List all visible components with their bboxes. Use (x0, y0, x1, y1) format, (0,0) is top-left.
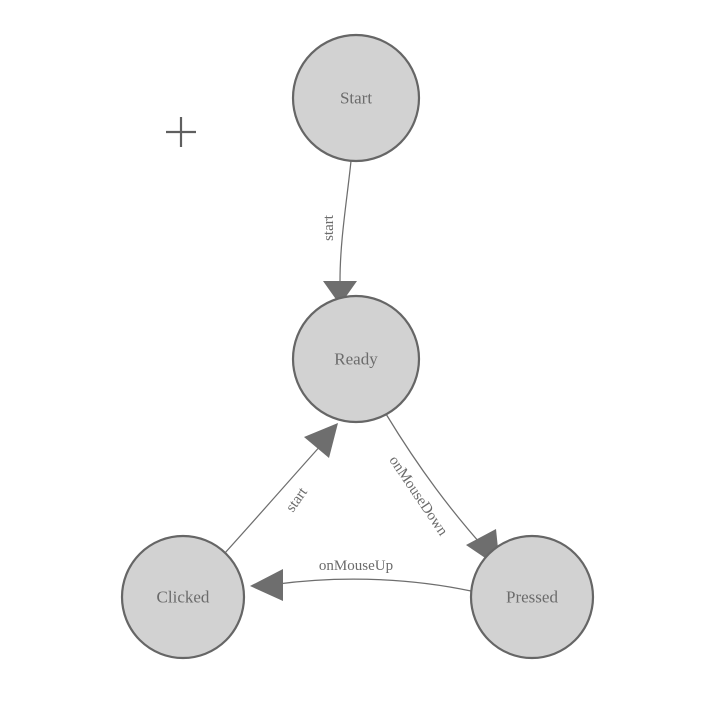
edge-line (339, 160, 352, 282)
node-shape[interactable] (120, 534, 246, 660)
node-start[interactable]: Start (291, 33, 421, 163)
node-shape[interactable] (291, 33, 421, 163)
edge-line (223, 442, 324, 555)
edge-clicked-to-ready[interactable]: start (223, 423, 338, 555)
edge-label-onmouseup: onMouseUp (319, 558, 393, 574)
node-ready[interactable]: Ready (291, 294, 421, 424)
edge-line (385, 413, 488, 552)
node-shape[interactable] (291, 294, 421, 424)
edge-label-start-return: start (283, 484, 311, 515)
arrowhead-icon (323, 281, 357, 305)
node-shape[interactable] (469, 534, 595, 660)
edge-ready-to-pressed[interactable]: onMouseDown (385, 413, 500, 568)
node-label-start: Start (340, 89, 372, 108)
nodes-layer: Start Ready Clicked Pressed (120, 33, 595, 660)
edge-label-start: start (321, 214, 337, 241)
node-pressed[interactable]: Pressed (469, 534, 595, 660)
edge-pressed-to-clicked[interactable]: onMouseUp (250, 558, 472, 601)
arrowhead-icon (250, 569, 283, 601)
crosshair-icon (166, 117, 196, 147)
edge-start-to-ready[interactable]: start (321, 160, 357, 305)
node-label-pressed: Pressed (506, 588, 558, 607)
edge-line (277, 578, 472, 592)
node-label-ready: Ready (334, 350, 378, 369)
edge-label-onmousedown: onMouseDown (386, 453, 451, 539)
arrowhead-icon (304, 423, 338, 458)
node-label-clicked: Clicked (157, 588, 210, 607)
node-clicked[interactable]: Clicked (120, 534, 246, 660)
